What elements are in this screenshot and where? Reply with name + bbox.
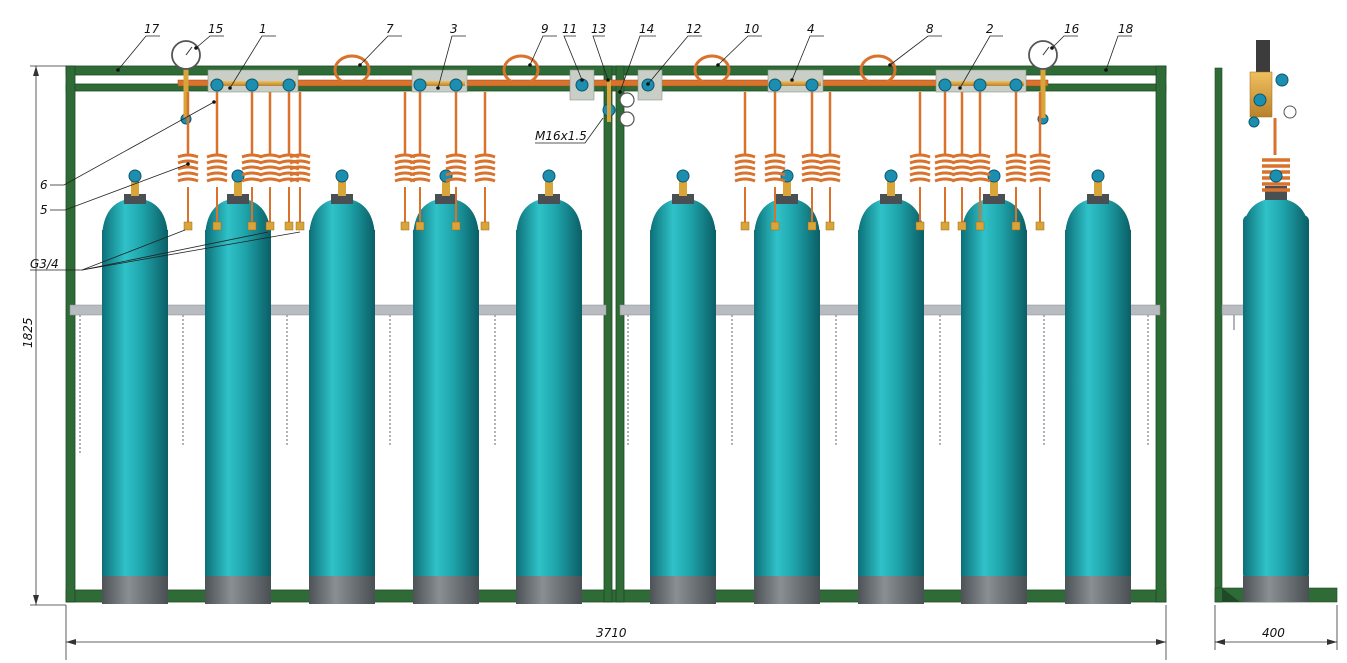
side-view xyxy=(1214,40,1338,603)
thread-label-regulator: M16x1.5 xyxy=(535,129,587,143)
leader-dots xyxy=(116,46,1108,166)
pigtail-hose xyxy=(764,92,786,231)
pigtail-hose xyxy=(801,92,823,231)
pressure-gauge-left xyxy=(171,40,201,118)
dimension-arrows xyxy=(33,66,1337,645)
callout-8: 8 xyxy=(926,22,934,36)
gas-cylinder xyxy=(205,169,271,604)
leader-lines xyxy=(30,35,1132,271)
pigtail-hose xyxy=(289,92,311,231)
callout-14: 14 xyxy=(639,22,654,36)
gas-cylinder xyxy=(961,169,1027,604)
cylinder-valve-icon xyxy=(231,169,245,183)
dimension-height: 1825 xyxy=(21,317,35,348)
gas-cylinder xyxy=(413,169,479,604)
gas-cylinder xyxy=(858,169,924,604)
gas-cylinder xyxy=(309,169,375,604)
pigtail-hose xyxy=(951,92,973,231)
callout-6: 6 xyxy=(40,178,48,192)
cylinder-valve-icon xyxy=(884,169,898,183)
cylinder-valve-icon xyxy=(128,169,142,183)
pigtail-hose xyxy=(934,92,956,231)
callout-16: 16 xyxy=(1064,22,1080,36)
gas-cylinder xyxy=(650,169,716,604)
pigtail-hose xyxy=(177,92,199,231)
pigtail-hose xyxy=(474,92,496,231)
cylinder-valve-icon xyxy=(335,169,349,183)
callout-1: 1 xyxy=(259,22,267,36)
callout-10: 10 xyxy=(744,22,760,36)
dimension-width: 3710 xyxy=(596,626,627,640)
pigtail-hose xyxy=(734,92,756,231)
cylinders xyxy=(102,169,1131,604)
callout-5: 5 xyxy=(40,203,48,217)
copper-coils-top xyxy=(333,54,897,86)
pigtail-hose xyxy=(278,92,300,231)
callout-7: 7 xyxy=(386,22,394,36)
gas-cylinder xyxy=(516,169,582,604)
pigtail-hose xyxy=(394,92,416,231)
cylinder-valve-icon xyxy=(676,169,690,183)
pigtail-hose xyxy=(1029,92,1051,231)
cylinder-valve-icon xyxy=(987,169,1001,183)
callout-3: 3 xyxy=(450,22,458,36)
callout-9: 9 xyxy=(541,22,549,36)
pigtail-hose xyxy=(445,92,467,231)
thread-label-outlet: G3/4 xyxy=(30,257,59,271)
gas-cylinder xyxy=(1065,169,1131,604)
regulator-gauges xyxy=(607,80,635,127)
pigtail-hose xyxy=(409,92,431,231)
pigtail-hose xyxy=(259,92,281,231)
pigtail-hose xyxy=(969,92,991,231)
gas-cylinder xyxy=(754,169,820,604)
pigtail-hose xyxy=(241,92,263,231)
cylinder-valve-icon xyxy=(780,169,794,183)
pigtail-hose xyxy=(819,92,841,231)
retaining-chains xyxy=(79,315,1149,455)
cylinder-valve-icon xyxy=(542,169,556,183)
callout-15: 15 xyxy=(208,22,223,36)
callout-13: 13 xyxy=(591,22,606,36)
callout-17: 17 xyxy=(144,22,160,36)
callout-18: 18 xyxy=(1118,22,1134,36)
gas-cylinder xyxy=(102,169,168,604)
pigtail-hose xyxy=(1005,92,1027,231)
pressure-gauge-right xyxy=(1028,40,1058,118)
callout-11: 11 xyxy=(562,22,577,36)
cylinder-valve-icon xyxy=(1091,169,1105,183)
callout-2: 2 xyxy=(986,22,994,36)
dimension-depth: 400 xyxy=(1262,626,1285,640)
callout-labels: 1 2 3 4 5 6 7 8 9 10 11 12 13 14 15 16 1… xyxy=(30,22,1134,271)
pigtail-hoses xyxy=(177,92,1051,231)
callout-4: 4 xyxy=(807,22,815,36)
pigtail-hose xyxy=(206,92,228,231)
pigtail-hose xyxy=(909,92,931,231)
callout-12: 12 xyxy=(686,22,701,36)
